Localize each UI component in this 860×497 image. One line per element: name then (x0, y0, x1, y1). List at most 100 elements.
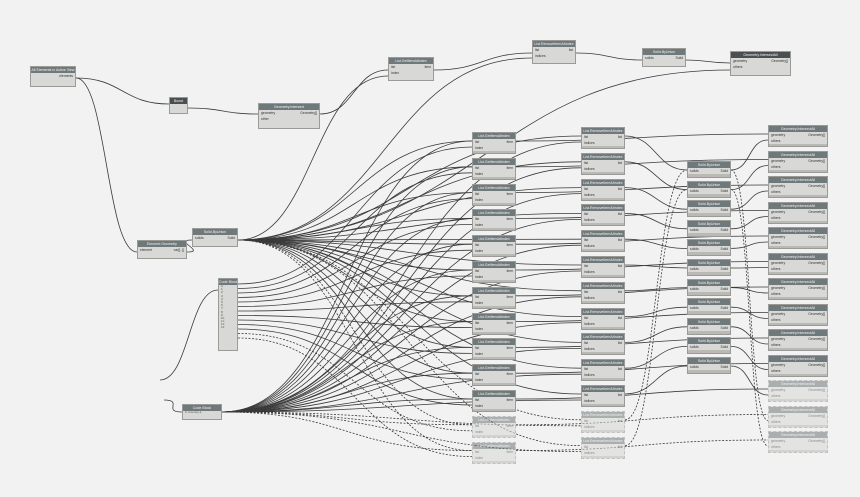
input-port[interactable]: index (475, 197, 484, 202)
input-port[interactable]: list (475, 398, 480, 402)
input-port[interactable]: geometry (771, 362, 786, 367)
output-port[interactable]: var[]..[] (173, 248, 184, 252)
output-port[interactable]: elements (59, 74, 73, 78)
output-port[interactable]: Solid (720, 286, 728, 291)
input-port[interactable]: others (771, 292, 781, 296)
input-port[interactable]: indices (535, 54, 546, 58)
input-port[interactable]: solids (645, 56, 654, 60)
input-port[interactable]: list (584, 264, 589, 268)
input-port[interactable]: index (475, 223, 484, 228)
output-port[interactable]: item (506, 320, 513, 325)
output-port[interactable]: Geometry[] (808, 209, 825, 214)
output-port[interactable]: Geometry[] (808, 388, 825, 392)
code-line[interactable]: 12; (221, 322, 225, 327)
input-port[interactable]: other (261, 117, 269, 121)
input-port[interactable]: index (475, 455, 484, 460)
code-text[interactable]: 0..Count(x)-1; (185, 410, 203, 414)
input-port[interactable]: solids (690, 247, 699, 252)
code-line[interactable]: 10; (221, 315, 225, 320)
output-port[interactable]: item (506, 423, 513, 428)
input-port[interactable]: geometry (771, 260, 786, 265)
input-port[interactable]: list (475, 320, 480, 325)
input-port[interactable]: indices (584, 166, 595, 171)
output-port[interactable]: Solid (720, 365, 728, 369)
input-port[interactable]: indices (584, 244, 595, 249)
input-port[interactable]: geometry (771, 133, 786, 137)
input-port[interactable]: others (771, 445, 781, 449)
code-line[interactable]: 2; (221, 290, 224, 295)
output-port[interactable]: Geometry[] (300, 111, 317, 115)
boost-node[interactable]: Boost (169, 97, 188, 114)
output-port[interactable]: item (506, 165, 513, 170)
input-port[interactable]: indices (584, 373, 595, 378)
output-port[interactable]: Geometry[] (808, 362, 825, 367)
input-port[interactable]: list (584, 289, 589, 294)
input-port[interactable]: geometry (771, 439, 786, 443)
input-port[interactable]: solids (690, 286, 699, 291)
input-port[interactable]: index (391, 71, 400, 75)
input-port[interactable]: list (584, 186, 589, 191)
output-port[interactable]: item (506, 398, 513, 402)
input-port[interactable]: list (584, 315, 589, 320)
input-port[interactable]: list (475, 165, 480, 170)
output-port[interactable]: item (424, 65, 431, 69)
input-port[interactable]: others (771, 394, 781, 398)
input-port[interactable]: list (584, 212, 589, 217)
output-port[interactable]: item (506, 243, 513, 248)
output-port[interactable]: list (617, 212, 622, 217)
input-port[interactable]: index (475, 429, 484, 434)
input-port[interactable]: indices (584, 450, 595, 455)
input-port[interactable]: list (475, 269, 480, 273)
output-port[interactable]: Solid (720, 325, 728, 330)
input-port[interactable]: geometry (771, 235, 786, 239)
output-port[interactable]: item (506, 449, 513, 454)
code-line[interactable]: 6; (221, 303, 224, 308)
input-port[interactable]: geometry (771, 286, 786, 290)
input-port[interactable]: indices (584, 347, 595, 352)
input-port[interactable]: solids (690, 208, 699, 213)
input-port[interactable]: list (584, 238, 589, 243)
output-port[interactable]: Geometry[] (808, 439, 825, 443)
code-line[interactable]: 8; (221, 309, 224, 314)
input-port[interactable]: others (771, 241, 781, 245)
output-port[interactable]: list (617, 238, 622, 243)
input-port[interactable]: solids (690, 345, 699, 350)
output-port[interactable]: Solid (720, 208, 728, 213)
code-line[interactable]: 0; (221, 284, 224, 288)
output-port[interactable]: list (617, 418, 622, 423)
input-port[interactable]: list (475, 217, 480, 222)
code-line[interactable]: 1; (221, 287, 224, 292)
output-port[interactable]: Geometry[] (808, 158, 825, 163)
input-port[interactable]: others (771, 317, 781, 322)
input-port[interactable]: index (475, 352, 484, 357)
input-port[interactable]: indices (584, 424, 595, 429)
input-port[interactable]: indices (584, 321, 595, 326)
input-port[interactable]: list (391, 65, 396, 69)
input-port[interactable]: indices (584, 295, 595, 300)
output-port[interactable]: Solid (720, 247, 728, 252)
output-port[interactable]: list (617, 289, 622, 294)
